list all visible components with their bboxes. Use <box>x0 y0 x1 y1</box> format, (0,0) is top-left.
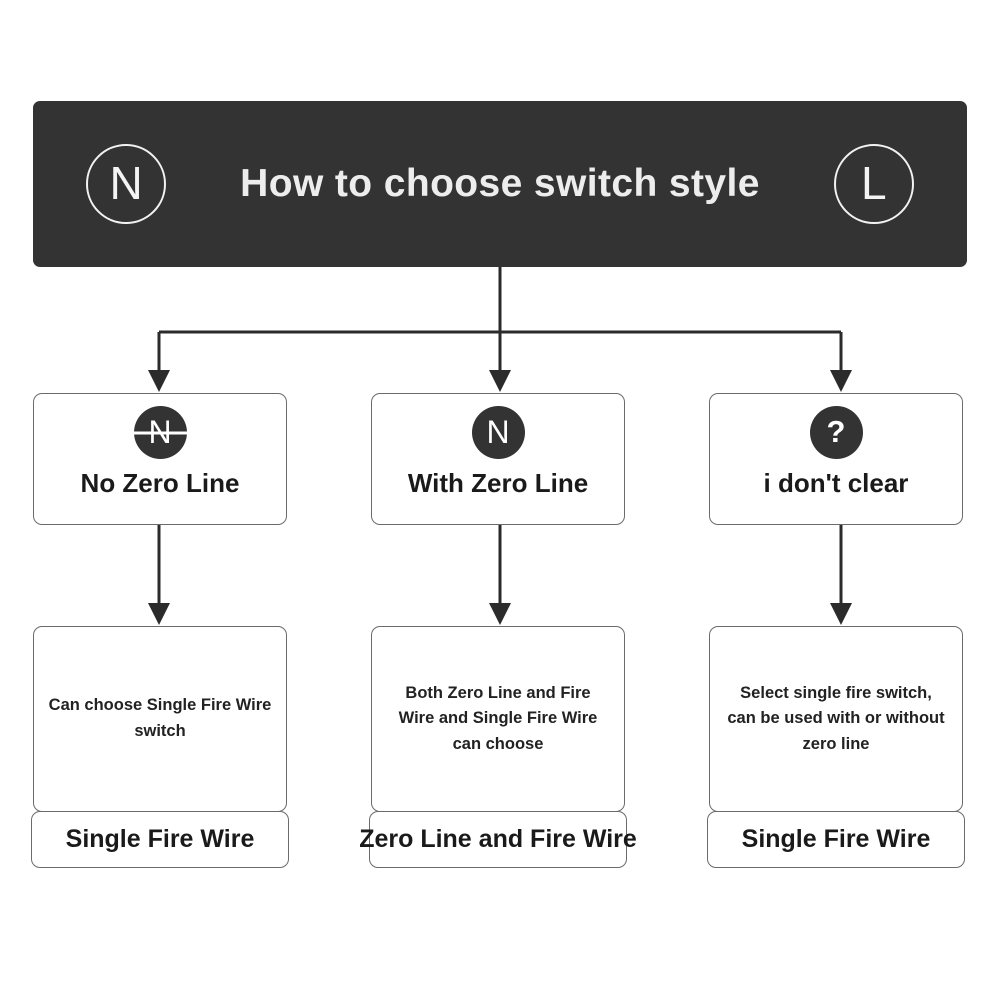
circled-l-letter: L <box>861 157 887 209</box>
arrowhead-right-bottom <box>830 603 852 625</box>
decision-box-i-dont-clear[interactable]: ? i don't clear <box>709 393 963 525</box>
arrowhead-middle-bottom <box>489 603 511 625</box>
outcome-footer-left[interactable]: Single Fire Wire <box>31 811 289 868</box>
outcome-footer-middle[interactable]: Zero Line and Fire Wire <box>359 811 637 868</box>
page-title: How to choose switch style <box>240 162 760 205</box>
badge-letter: N <box>486 413 510 450</box>
outcome-box-left: Can choose Single Fire Wire switch <box>33 626 287 812</box>
question-mark-icon: ? <box>809 406 863 459</box>
outcome-description: Select single fire switch, can be used w… <box>727 683 945 753</box>
arrowhead-middle-top <box>489 370 511 392</box>
circled-n-letter: N <box>109 157 143 209</box>
arrowhead-left-bottom <box>148 603 170 625</box>
arrowhead-left-top <box>148 370 170 392</box>
circled-n-icon: N <box>86 144 167 224</box>
decision-label: No Zero Line <box>80 468 240 498</box>
arrowhead-right-top <box>830 370 852 392</box>
outcome-box-middle: Both Zero Line and Fire Wire and Single … <box>371 626 625 812</box>
n-struck-through-icon: N <box>127 406 193 459</box>
header-banner: N How to choose switch style L <box>33 101 967 267</box>
outcome-footer-label: Single Fire Wire <box>741 825 931 853</box>
badge-letter: ? <box>826 414 846 449</box>
outcome-footer-label: Zero Line and Fire Wire <box>359 825 637 853</box>
outcome-description: Both Zero Line and Fire Wire and Single … <box>398 683 598 753</box>
outcome-footer-label: Single Fire Wire <box>65 825 255 853</box>
circled-l-icon: L <box>833 144 914 224</box>
outcome-description: Can choose Single Fire Wire switch <box>48 696 272 740</box>
decision-box-with-zero-line[interactable]: N With Zero Line <box>371 393 625 525</box>
n-circle-icon: N <box>471 406 525 459</box>
outcome-box-right: Select single fire switch, can be used w… <box>709 626 963 812</box>
decision-box-no-zero-line[interactable]: N No Zero Line <box>33 393 287 525</box>
decision-label: i don't clear <box>763 468 909 498</box>
strikethrough-bar <box>127 431 193 434</box>
decision-label: With Zero Line <box>407 468 589 498</box>
outcome-footer-right[interactable]: Single Fire Wire <box>707 811 965 868</box>
